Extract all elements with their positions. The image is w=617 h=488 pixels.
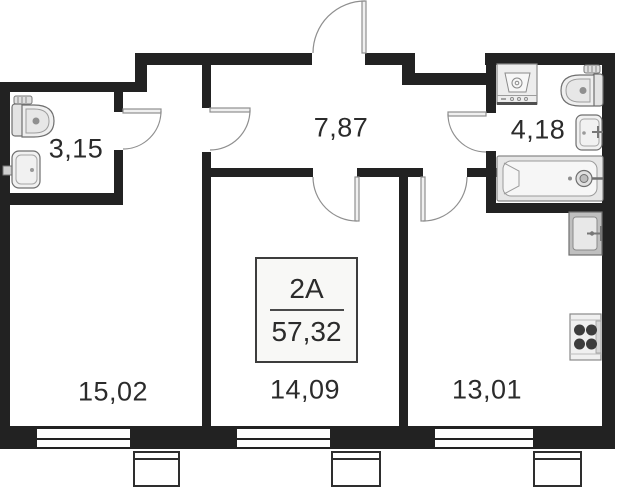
wall-hall-bottom-b: [357, 168, 423, 177]
room-label-room-middle: 14,09: [269, 374, 341, 405]
wall-room-divider-left-bottom: [202, 152, 211, 426]
exterior-sill-box-middle: [331, 451, 381, 487]
unit-divider-line: [269, 308, 344, 311]
wall-top-main: [135, 53, 312, 65]
unit-total-area: 57,32: [271, 315, 342, 347]
door-room-middle: [312, 176, 360, 222]
unit-type-label: 2A: [289, 272, 324, 304]
toilet-icon: [560, 64, 604, 107]
exterior-sill-box-left: [133, 451, 180, 487]
door-entrance: [312, 0, 367, 54]
sink-icon: [575, 114, 603, 151]
wall-large-bath-bottom: [486, 203, 615, 213]
wall-top-lower: [415, 73, 486, 85]
door-small-bathroom: [122, 108, 162, 150]
sill-line: [535, 458, 580, 460]
wall-small-bath-right-top: [114, 92, 123, 112]
sill-line: [135, 458, 178, 460]
door-room-left: [209, 107, 251, 151]
toilet-icon: [11, 95, 55, 138]
wall-room-divider-middle: [399, 168, 408, 426]
room-label-kitchen: 13,01: [451, 374, 523, 405]
wall-room-divider-left-top: [202, 65, 211, 108]
unit-info-box: 2A 57,32: [255, 257, 358, 363]
wall-top-over-small-bath: [0, 82, 147, 92]
wall-bottom-seg1: [0, 426, 37, 449]
room-label-room-left: 15,02: [77, 376, 149, 407]
wall-large-bath-left-top: [486, 65, 496, 113]
wall-left: [0, 82, 10, 448]
wall-bottom-seg4: [533, 426, 615, 449]
room-label-hallway: 7,87: [313, 112, 369, 143]
wall-top-step-right: [402, 65, 415, 85]
stove-icon: [569, 313, 602, 361]
kitchen-sink-icon: [568, 211, 603, 256]
wall-large-bath-left-bottom: [486, 151, 496, 213]
wall-bottom-seg3: [330, 426, 435, 449]
window-glass-line: [435, 438, 533, 440]
wall-top-over-large-bath: [485, 53, 615, 65]
window-kitchen: [435, 426, 533, 449]
room-label-bathroom-small: 3,15: [48, 133, 104, 164]
wall-top-right-of-entrance: [365, 53, 415, 65]
window-room-middle: [237, 426, 330, 449]
wall-small-bath-right-bottom: [114, 150, 123, 205]
door-kitchen: [420, 176, 468, 222]
sill-line: [333, 458, 379, 460]
wall-hall-bottom-a: [211, 168, 313, 177]
window-room-left: [37, 426, 130, 449]
wall-right: [602, 53, 615, 449]
door-large-bathroom: [447, 111, 487, 153]
room-label-bathroom-large: 4,18: [510, 114, 566, 145]
window-glass-line: [37, 438, 130, 440]
washing-machine-icon: [496, 63, 538, 105]
wall-hall-bottom-c: [467, 168, 497, 177]
wall-bottom-seg2: [130, 426, 237, 449]
bathtub-icon: [496, 155, 604, 202]
window-glass-line: [237, 438, 330, 440]
wall-small-bath-bottom: [0, 193, 123, 205]
exterior-sill-box-right: [533, 451, 582, 487]
